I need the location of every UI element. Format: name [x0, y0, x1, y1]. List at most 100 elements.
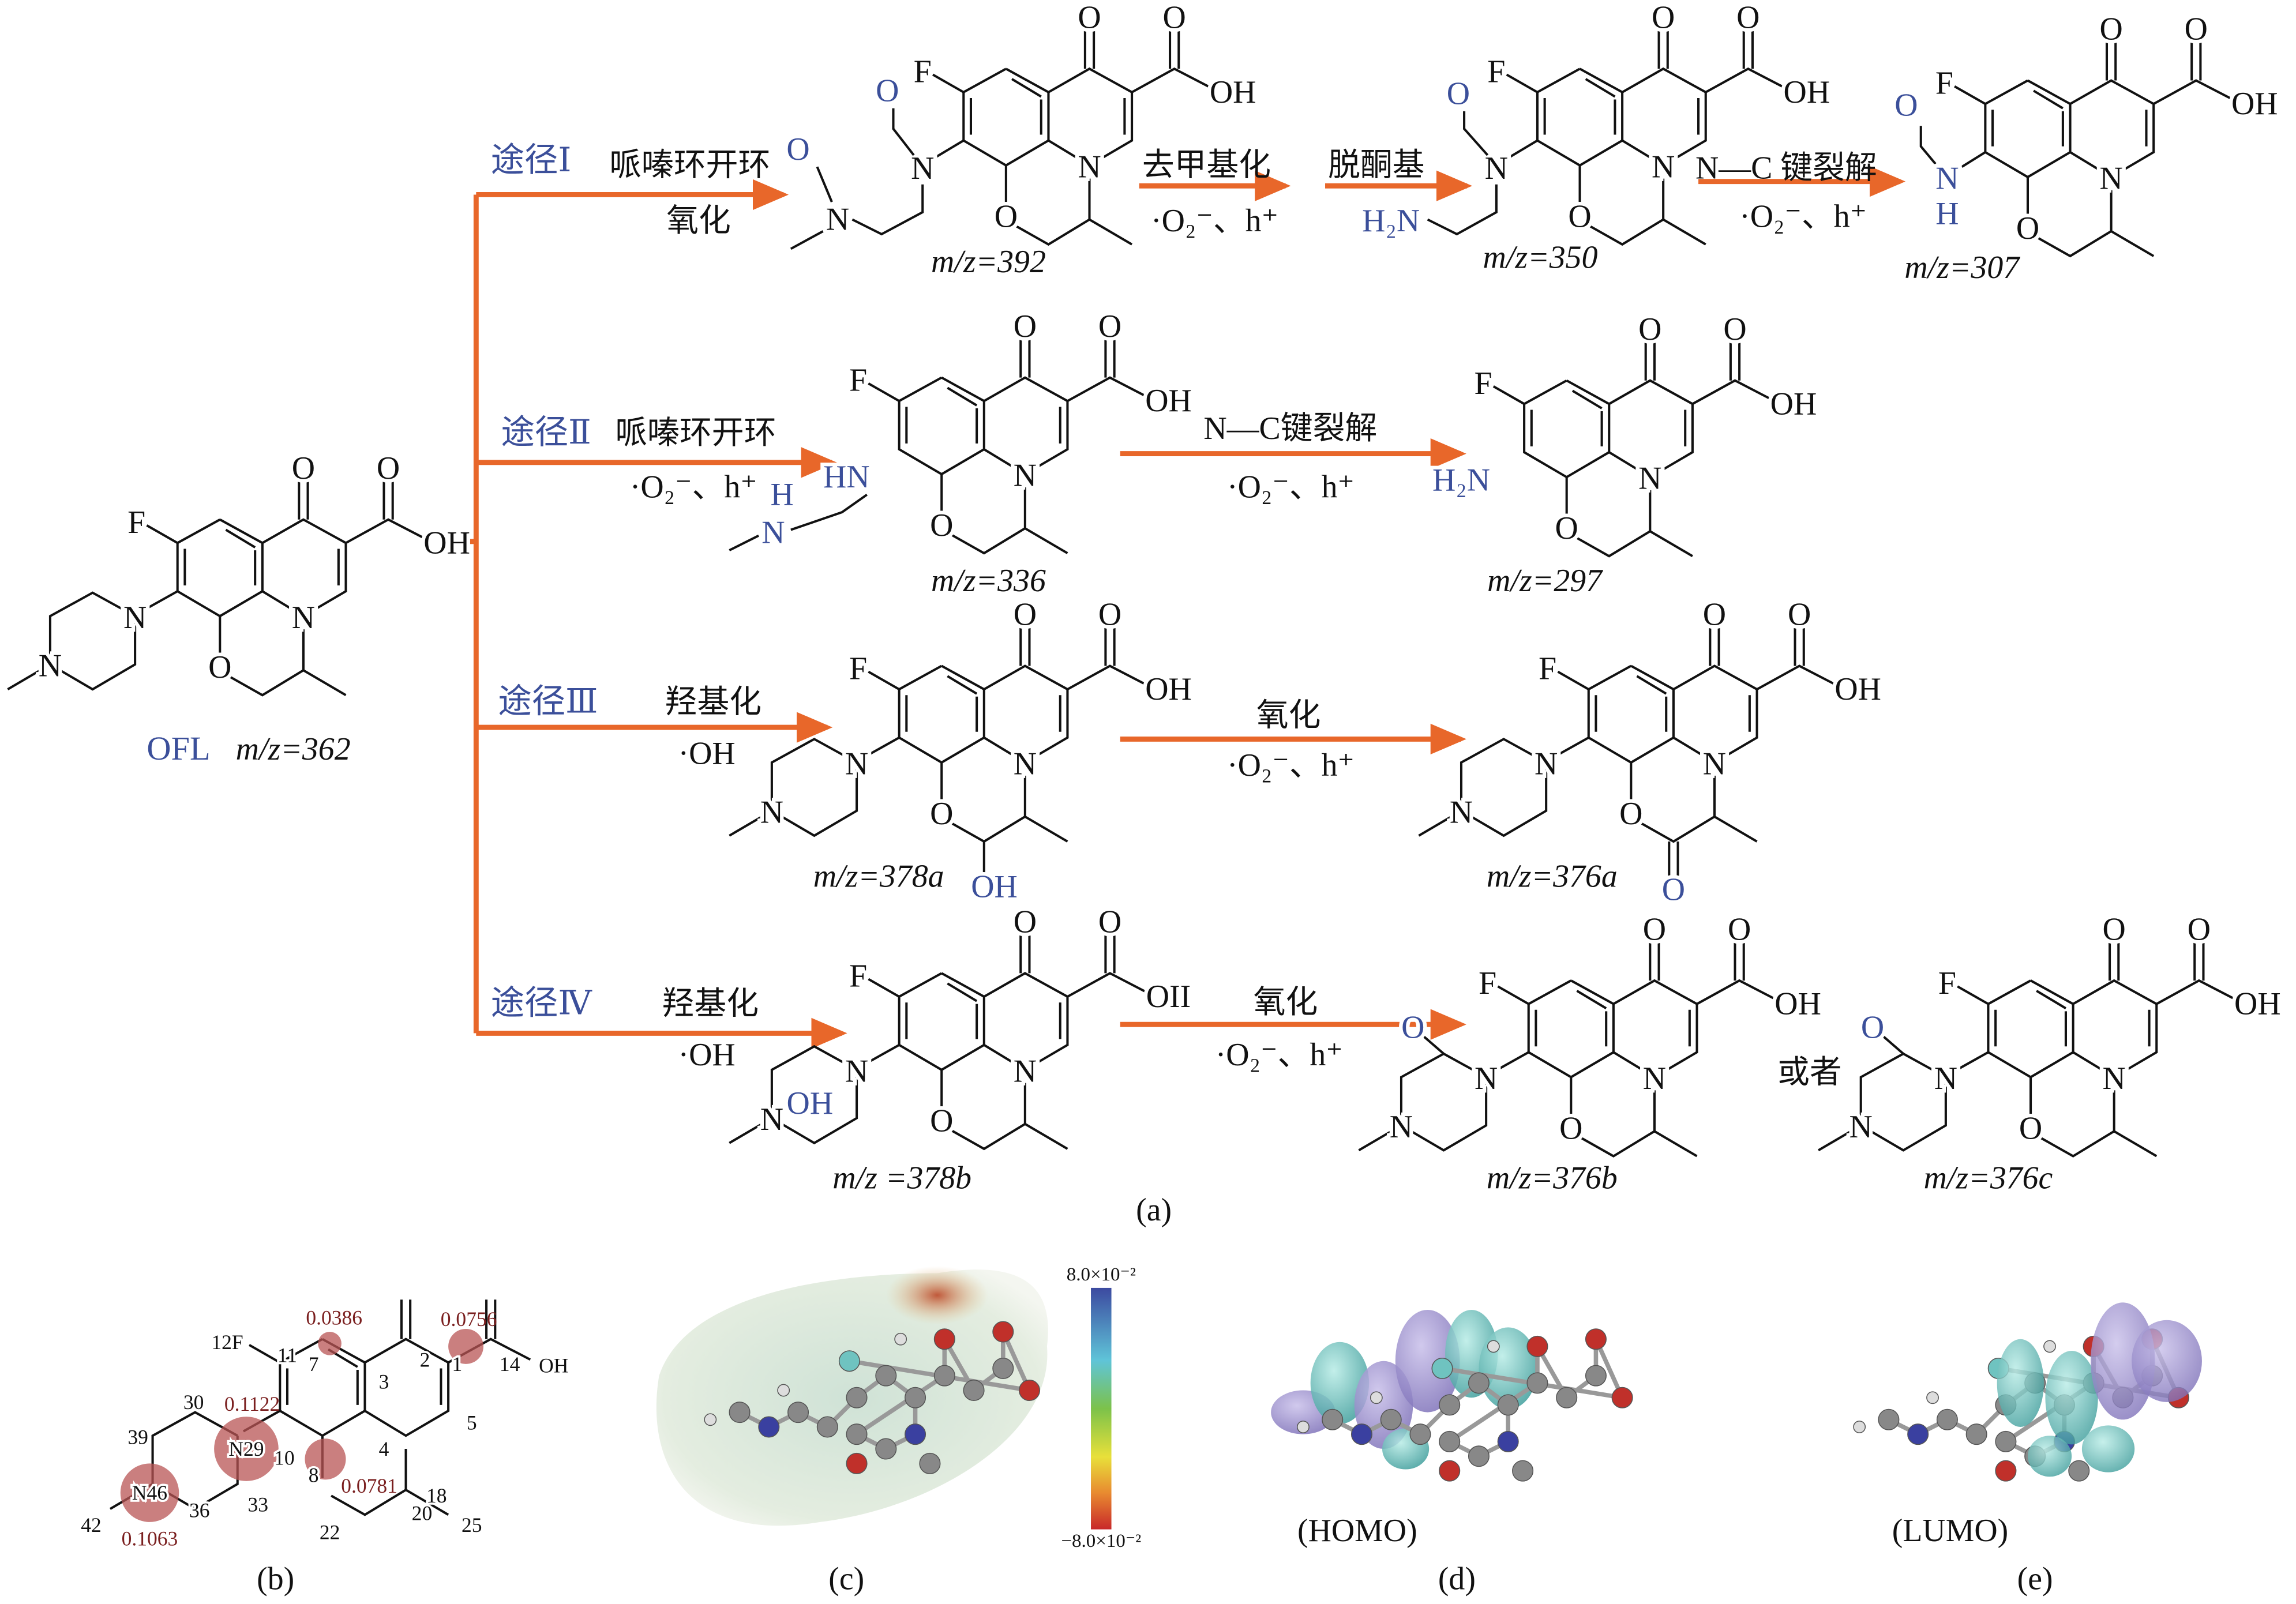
ring-oxygen: O [1555, 510, 1578, 546]
benzene-ring [898, 376, 985, 476]
methyl-bond [2113, 1130, 2158, 1158]
oxazine-ring [950, 775, 1026, 843]
fluorine: F [1487, 54, 1505, 89]
ketone-oxygen: O [1078, 0, 1101, 35]
double-bond [1585, 78, 1616, 98]
atom-number: 8 [309, 1464, 319, 1487]
product-307-side-chain: ONH [1891, 84, 1986, 235]
carboxyl-hydroxyl: OH [423, 525, 470, 561]
n-methyl-bond [1358, 1124, 1402, 1152]
atom-ball [992, 1357, 1014, 1380]
pyridone-ring [1048, 67, 1134, 167]
atom-ball [846, 1387, 868, 1408]
carboxyl-oxygen: O [1723, 311, 1746, 347]
piperazinone-oxygen: O [1401, 1009, 1424, 1045]
benzene-ring [1987, 979, 2074, 1079]
benzene-ring [1587, 664, 1675, 764]
pyridone-ring [2072, 979, 2158, 1079]
charge-n46: 0.1063 [122, 1527, 178, 1550]
piperazine-link [1551, 737, 1589, 760]
side-chain-bond [1507, 139, 1538, 159]
benzene-ring [962, 67, 1050, 167]
atom-ball [1380, 1408, 1402, 1430]
atom-number: 20 [412, 1502, 433, 1525]
atom-number: N29 [228, 1437, 264, 1460]
charge-site-1 [448, 1328, 484, 1364]
pathway3-step2-top: 氧化 [1256, 698, 1321, 734]
fluoro-bond [1957, 985, 1989, 1005]
piperazine-link [1491, 1051, 1529, 1074]
atom-ball [1439, 1460, 1461, 1482]
atom-ball [2068, 1460, 2090, 1482]
pathway4-step2-top: 氧化 [1254, 985, 1318, 1020]
atom-ball [1487, 1340, 1500, 1353]
piperazine-n1: N [1535, 746, 1558, 782]
amide-h: H [1935, 196, 1959, 231]
colorbar [1091, 1287, 1112, 1530]
carboxyl-bond [1067, 664, 1150, 690]
oxazine-ring [1574, 490, 1652, 558]
fluoro-bond [868, 978, 900, 998]
pyridone-ring [983, 664, 1069, 764]
panel-d-homo: (HOMO) (d) [1271, 1309, 1633, 1597]
n-methyl-n: N [826, 202, 849, 238]
atom-ball [838, 1350, 860, 1372]
piperazine-n1: N [1475, 1061, 1498, 1096]
atom-number: 18 [426, 1484, 447, 1507]
fluoro-bond [1497, 985, 1529, 1005]
carboxyl-bond [1131, 67, 1215, 93]
pathway3-step2-bottom: ·O₂⁻、h⁺ [1227, 747, 1355, 783]
piperazine-n4: N [1450, 794, 1473, 830]
colorbar-max: 8.0×10⁻² [1067, 1264, 1136, 1285]
ring-oxygen: O [930, 796, 953, 832]
charge-n29: 0.1122 [224, 1392, 280, 1415]
carboxyl-hydroxyl: OH [2231, 86, 2278, 122]
carboxyl-oxygen: O [2188, 911, 2211, 947]
ring-nitrogen: N [292, 600, 315, 636]
product-297-side-chain: H₂N [1429, 459, 1494, 502]
atom-number: 11 [277, 1344, 297, 1367]
panel-c-caption: (c) [828, 1561, 864, 1597]
atom-number: 25 [462, 1513, 482, 1537]
oxazine-ring [950, 1083, 1026, 1151]
carboxyl-hydroxyl: OII [1146, 979, 1191, 1015]
ring-hydroxyl: OH [971, 869, 1018, 905]
ketone-oxygen: O [1014, 597, 1037, 633]
benzene-ring [898, 972, 985, 1072]
alternative-label: 或者 [1777, 1055, 1842, 1091]
atom-number: 2 [420, 1348, 430, 1371]
piperazine-ring [1859, 1052, 1947, 1152]
colorbar-min: −8.0×10⁻² [1061, 1531, 1141, 1552]
methyl-bond [1713, 816, 1758, 843]
benzene-ring [1984, 79, 2072, 179]
side-chain-bond [729, 534, 759, 551]
atom-ball [1297, 1421, 1310, 1433]
piperazine-n4: N [760, 794, 783, 830]
atom-number: 5 [467, 1411, 477, 1434]
methyl-bond [2110, 230, 2155, 257]
atom-number: 10 [274, 1446, 295, 1469]
panel-a-caption: (a) [1136, 1192, 1172, 1228]
side-chain-bond [790, 230, 824, 250]
atom-ball [1995, 1430, 2017, 1452]
benzene-ring [176, 519, 264, 618]
amine-n: N [761, 515, 785, 551]
atom-ball [875, 1365, 897, 1387]
piperazine-ring [1460, 738, 1548, 837]
piperazine-hydroxyl: OH [787, 1085, 834, 1121]
fluoro-bond [1954, 85, 1986, 105]
atom-ball [758, 1416, 780, 1438]
branch-trunk [457, 194, 479, 1034]
n-methyl-bond [729, 1117, 772, 1144]
pyridone-ring [1612, 979, 1698, 1079]
atom-ball [1512, 1460, 1534, 1482]
double-bond [1011, 78, 1042, 98]
